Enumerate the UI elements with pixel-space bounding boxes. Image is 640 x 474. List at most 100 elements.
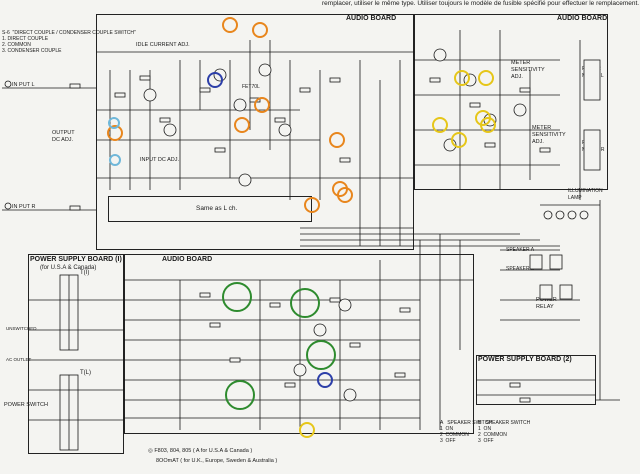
highlight-orange-3 xyxy=(254,97,270,113)
highlight-blue-20 xyxy=(317,372,333,388)
highlight-green-18 xyxy=(306,340,336,370)
transistor-2 xyxy=(163,123,177,137)
power-switch-label: POWER SWITCH xyxy=(4,402,48,408)
transistor-14 xyxy=(338,298,352,312)
audio-board-right-frame xyxy=(414,14,608,190)
input-l-label: IN PUT L xyxy=(12,82,35,88)
lamp-3 xyxy=(567,210,577,220)
illumination-lamp-label: ILLUMINATION LAMP xyxy=(568,188,603,201)
resistor-14 xyxy=(469,102,481,108)
relay-contact-2 xyxy=(549,254,563,270)
highlight-orange-7 xyxy=(304,197,320,213)
highlight-yellow-11 xyxy=(478,70,494,86)
transformer-1-label: T(I) xyxy=(80,270,90,276)
transistor-12 xyxy=(513,103,527,117)
resistor-10 xyxy=(299,87,311,93)
resistor-12 xyxy=(329,77,341,83)
highlight-orange-2 xyxy=(252,22,268,38)
input-r-label: IN PUT R xyxy=(12,204,36,210)
unswitched-label: UNSWITCHED xyxy=(6,326,37,331)
meter-2 xyxy=(583,129,601,171)
resistor-1 xyxy=(69,83,81,89)
audio-board-right-title: AUDIO BOARD xyxy=(557,15,608,22)
resistor-6 xyxy=(199,87,211,93)
resistor-7 xyxy=(214,147,226,153)
transistor-13 xyxy=(313,323,327,337)
resistor-26 xyxy=(394,372,406,378)
transistor-5 xyxy=(258,63,272,77)
resistor-23 xyxy=(329,297,341,303)
same-as-l-label: Same as L ch. xyxy=(196,205,238,212)
resistor-16 xyxy=(519,87,531,93)
highlight-orange-9 xyxy=(337,187,353,203)
resistor-18 xyxy=(199,292,211,298)
power-board-1-subtitle: (for U.S.A & Canada) xyxy=(40,265,97,271)
power-board-1-frame xyxy=(28,254,124,454)
transistor-1 xyxy=(143,88,157,102)
switch-block-label: S-6 "DIRECT COUPLE / CONDENSER COUPLE SW… xyxy=(2,30,136,54)
highlight-yellow-12 xyxy=(432,117,448,133)
relay-contact-1 xyxy=(529,254,543,270)
highlight-cyan-22 xyxy=(108,117,120,129)
transistor-16 xyxy=(343,388,357,402)
resistor-20 xyxy=(229,357,241,363)
resistor-28 xyxy=(519,397,531,403)
speaker-b-label: SPEAKER B xyxy=(506,266,535,272)
input-jack-1 xyxy=(4,80,12,88)
same-as-l-block xyxy=(108,196,312,222)
highlight-orange-6 xyxy=(329,132,345,148)
audio-board-lower-title: AUDIO BOARD xyxy=(162,256,213,263)
resistor-21 xyxy=(269,302,281,308)
resistor-11 xyxy=(339,157,351,163)
resistor-22 xyxy=(284,382,296,388)
resistor-19 xyxy=(209,322,221,328)
input-jack-2 xyxy=(4,202,12,210)
highlight-blue-21 xyxy=(207,72,223,88)
audio-board-left-title: AUDIO BOARD xyxy=(346,15,397,22)
fuse-note-1: ◎ F803, 804, 805 ( A for U.S.A & Canada … xyxy=(148,448,253,454)
resistor-24 xyxy=(349,342,361,348)
meter-1 xyxy=(583,59,601,101)
transformer-2-label: T(L) xyxy=(80,370,91,376)
meter-sens-l-label: METER SENSITIVITY ADJ. xyxy=(511,60,545,80)
highlight-yellow-14 xyxy=(480,117,496,133)
highlight-yellow-10 xyxy=(454,70,470,86)
output-dc-label: OUTPUT DC ADJ. xyxy=(52,130,75,143)
lamp-2 xyxy=(555,210,565,220)
ac-outlet-label: AC OUTLET xyxy=(6,357,32,362)
highlight-green-19 xyxy=(225,380,255,410)
highlight-green-16 xyxy=(222,282,252,312)
idle-current-label: IDLE CURRENT ADJ. xyxy=(136,42,190,48)
transistor-6 xyxy=(278,123,292,137)
input-dc-label: INPUT DC ADJ. xyxy=(140,157,180,163)
highlight-green-17 xyxy=(290,288,320,318)
resistor-3 xyxy=(114,92,126,98)
resistor-4 xyxy=(139,75,151,81)
resistor-25 xyxy=(399,307,411,313)
power-board-1-title: POWER SUPPLY BOARD (I) xyxy=(30,256,122,263)
relay-contact-3 xyxy=(539,284,553,300)
audio-board-left-frame xyxy=(96,14,414,250)
resistor-2 xyxy=(69,205,81,211)
highlight-orange-5 xyxy=(107,125,123,141)
resistor-15 xyxy=(484,142,496,148)
transistor-15 xyxy=(293,363,307,377)
highlight-orange-4 xyxy=(234,117,250,133)
highlight-yellow-24 xyxy=(299,422,315,438)
fuse-note-2: 8OOmAT ( for U.K., Europe, Sweden & Aust… xyxy=(156,458,278,464)
highlight-yellow-15 xyxy=(451,132,467,148)
relay-contact-4 xyxy=(559,284,573,300)
resistor-27 xyxy=(509,382,521,388)
transistor-8 xyxy=(433,48,447,62)
power-board-2-title: POWER SUPPLY BOARD (2) xyxy=(478,356,572,363)
speaker-switch-b-label: B SPEAKER SWITCH 1 ON 2 COMMON 3 OFF xyxy=(478,420,531,444)
resistor-9 xyxy=(274,117,286,123)
resistor-5 xyxy=(159,117,171,123)
header-note: remplacer, utiliser le même type. Utilis… xyxy=(322,0,640,7)
fet-label: FET70L xyxy=(242,84,260,90)
resistor-13 xyxy=(429,77,441,83)
resistor-17 xyxy=(539,147,551,153)
highlight-cyan-23 xyxy=(109,154,121,166)
